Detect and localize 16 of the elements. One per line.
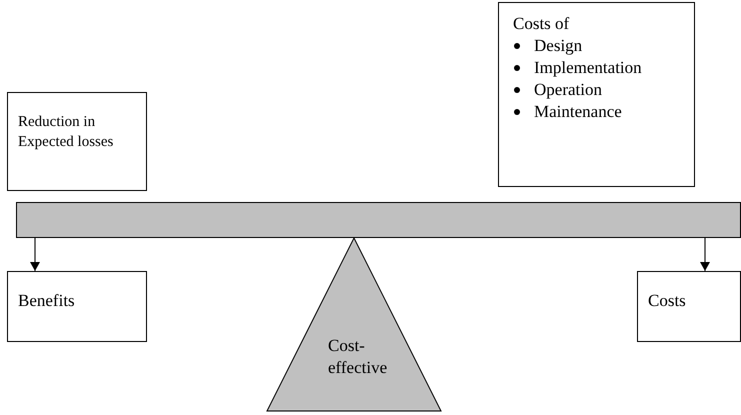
text-box — [7, 92, 147, 191]
arrow — [700, 238, 710, 272]
text-box — [7, 271, 147, 342]
box-label: Reduction in Expected losses — [18, 113, 114, 152]
box-label: Benefits — [18, 290, 76, 312]
text-box — [637, 271, 741, 342]
text-box — [498, 2, 695, 187]
fulcrum-label: Cost-effective — [328, 335, 388, 379]
list-item: Maintenance — [534, 101, 622, 123]
list-item: Operation — [534, 79, 602, 101]
list-item: Implementation — [534, 57, 642, 79]
box-label: Costs — [648, 290, 687, 312]
list-heading: Costs of — [513, 13, 570, 35]
arrow — [30, 238, 40, 272]
list-item: Design — [534, 35, 582, 57]
balance-beam — [16, 202, 741, 238]
